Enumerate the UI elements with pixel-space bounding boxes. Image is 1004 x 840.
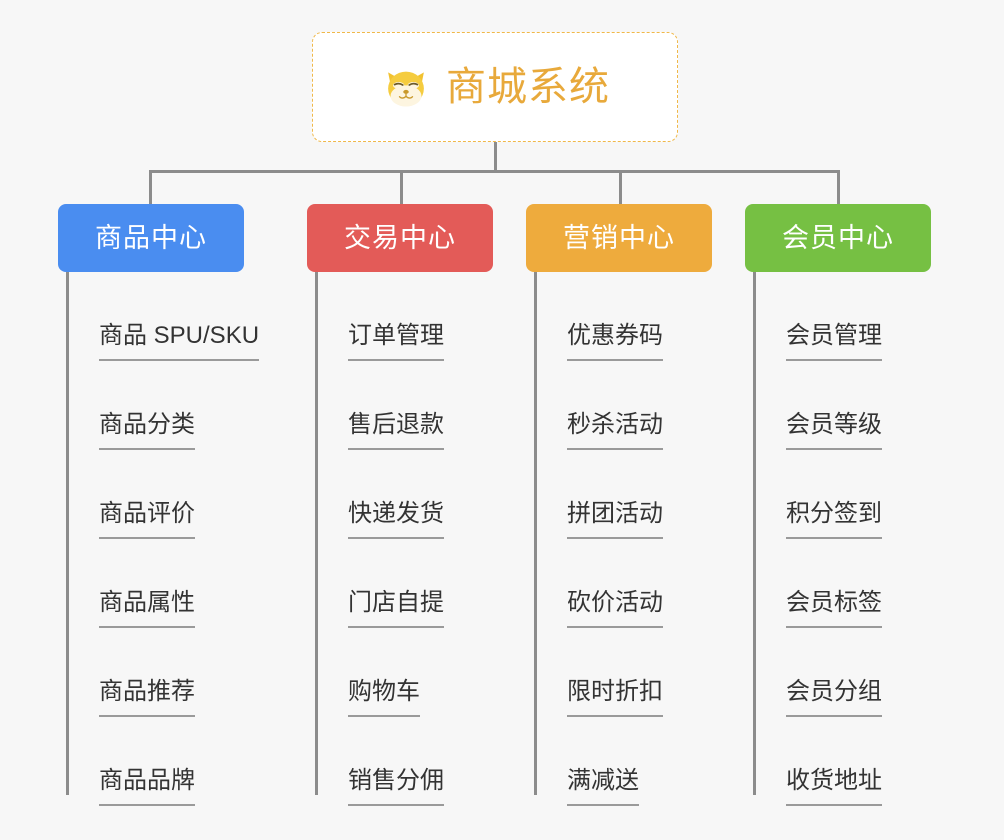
- leaf-item[interactable]: 会员等级: [753, 361, 931, 450]
- connector-drop-1: [149, 170, 152, 204]
- leaf-item[interactable]: 会员分组: [753, 628, 931, 717]
- leaf-item[interactable]: 砍价活动: [534, 539, 712, 628]
- leaf-label: 秒杀活动: [567, 413, 663, 450]
- leaf-label: 销售分佣: [348, 769, 444, 806]
- leaf-item[interactable]: 积分签到: [753, 450, 931, 539]
- branch-header-label: 交易中心: [344, 222, 456, 253]
- leaf-label: 积分签到: [786, 502, 882, 539]
- leaf-item[interactable]: 会员管理: [753, 272, 931, 361]
- branch-spine-1: [66, 272, 69, 795]
- root-title: 商城系统: [446, 65, 610, 109]
- connector-root-stem: [494, 142, 497, 172]
- root-node[interactable]: 商城系统: [312, 32, 678, 142]
- branch-header-label: 商品中心: [95, 222, 207, 253]
- leaf-label: 优惠券码: [567, 324, 663, 361]
- leaf-label: 限时折扣: [567, 680, 663, 717]
- leaf-item[interactable]: 商品分类: [66, 361, 244, 450]
- leaf-item[interactable]: 快递发货: [315, 450, 493, 539]
- branch-column-1: 商品中心商品 SPU/SKU 商品分类商品评价商品属性商品推荐商品品牌: [58, 204, 260, 806]
- leaf-item[interactable]: 满减送: [534, 717, 712, 806]
- branch-column-3: 营销中心优惠券码秒杀活动拼团活动砍价活动限时折扣满减送: [526, 204, 712, 806]
- leaf-list-3: 优惠券码秒杀活动拼团活动砍价活动限时折扣满减送: [526, 272, 712, 806]
- branch-column-2: 交易中心订单管理售后退款快递发货门店自提购物车销售分佣: [307, 204, 493, 806]
- leaf-item[interactable]: 商品属性: [66, 539, 244, 628]
- leaf-item[interactable]: 销售分佣: [315, 717, 493, 806]
- leaf-label: 订单管理: [348, 324, 444, 361]
- leaf-item[interactable]: 商品推荐: [66, 628, 244, 717]
- branch-header-3[interactable]: 营销中心: [526, 204, 712, 272]
- branch-spine-2: [315, 272, 318, 795]
- leaf-label: 砍价活动: [567, 591, 663, 628]
- leaf-item[interactable]: 收货地址: [753, 717, 931, 806]
- branch-column-4: 会员中心会员管理会员等级积分签到会员标签会员分组收货地址: [745, 204, 931, 806]
- leaf-label: 商品分类: [99, 413, 195, 450]
- leaf-item[interactable]: 拼团活动: [534, 450, 712, 539]
- branch-header-4[interactable]: 会员中心: [745, 204, 931, 272]
- branch-spine-4: [753, 272, 756, 795]
- connector-drop-2: [400, 170, 403, 204]
- leaf-label: 拼团活动: [567, 502, 663, 539]
- leaf-label: 会员管理: [786, 324, 882, 361]
- connector-drop-4: [837, 170, 840, 204]
- leaf-label: 会员分组: [786, 680, 882, 717]
- branch-header-label: 会员中心: [782, 222, 894, 253]
- branch-header-2[interactable]: 交易中心: [307, 204, 493, 272]
- leaf-item[interactable]: 优惠券码: [534, 272, 712, 361]
- leaf-label: 商品属性: [99, 591, 195, 628]
- branch-header-1[interactable]: 商品中心: [58, 204, 244, 272]
- leaf-label: 会员标签: [786, 591, 882, 628]
- leaf-item[interactable]: 商品品牌: [66, 717, 244, 806]
- leaf-item[interactable]: 订单管理: [315, 272, 493, 361]
- leaf-label: 商品品牌: [99, 769, 195, 806]
- leaf-list-4: 会员管理会员等级积分签到会员标签会员分组收货地址: [745, 272, 931, 806]
- leaf-label: 商品 SPU/SKU: [99, 324, 260, 361]
- leaf-list-2: 订单管理售后退款快递发货门店自提购物车销售分佣: [307, 272, 493, 806]
- leaf-item[interactable]: 秒杀活动: [534, 361, 712, 450]
- leaf-item[interactable]: 售后退款: [315, 361, 493, 450]
- leaf-label: 商品评价: [99, 502, 195, 539]
- leaf-label: 购物车: [348, 680, 420, 717]
- leaf-item[interactable]: 商品 SPU/SKU: [66, 272, 260, 361]
- branch-header-label: 营销中心: [563, 222, 675, 253]
- leaf-item[interactable]: 限时折扣: [534, 628, 712, 717]
- leaf-list-1: 商品 SPU/SKU 商品分类商品评价商品属性商品推荐商品品牌: [58, 272, 260, 806]
- leaf-item[interactable]: 商品评价: [66, 450, 244, 539]
- leaf-label: 会员等级: [786, 413, 882, 450]
- leaf-item[interactable]: 购物车: [315, 628, 493, 717]
- leaf-label: 收货地址: [786, 769, 882, 806]
- shiba-dog-face-icon: [380, 61, 432, 113]
- leaf-item[interactable]: 会员标签: [753, 539, 931, 628]
- connector-drop-3: [619, 170, 622, 204]
- branch-spine-3: [534, 272, 537, 795]
- leaf-label: 快递发货: [348, 502, 444, 539]
- leaf-label: 售后退款: [348, 413, 444, 450]
- leaf-label: 商品推荐: [99, 680, 195, 717]
- leaf-label: 门店自提: [348, 591, 444, 628]
- leaf-label: 满减送: [567, 769, 639, 806]
- leaf-item[interactable]: 门店自提: [315, 539, 493, 628]
- connector-horizontal-bus: [149, 170, 840, 173]
